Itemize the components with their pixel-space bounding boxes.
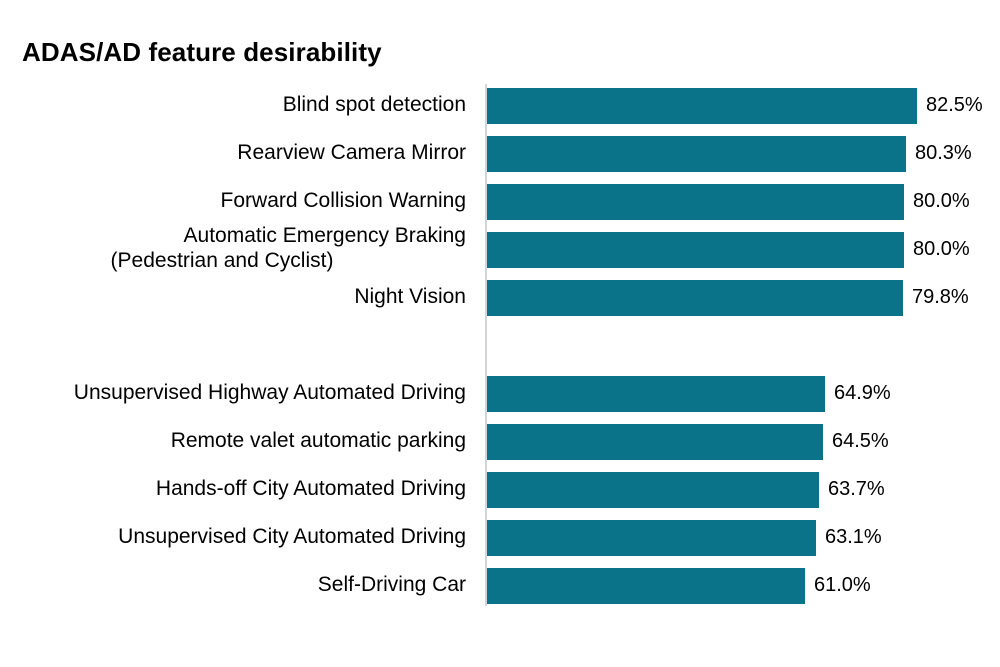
bar-value-label: 80.0% [913, 238, 970, 260]
bar-category-label: Automatic Emergency Braking(Pedestrian a… [0, 223, 466, 273]
bar-category-label-line: Night Vision [354, 285, 466, 308]
bar-category-label: Unsupervised Highway Automated Driving [0, 380, 466, 405]
category-axis-line [485, 84, 487, 606]
bar-category-label-line: Self-Driving Car [317, 573, 466, 596]
bar[interactable] [487, 136, 906, 172]
bar-value-label: 64.9% [834, 382, 891, 404]
bar-category-label-line: Forward Collision Warning [220, 189, 466, 212]
bar-row: Unsupervised Highway Automated Driving 64… [0, 376, 1000, 412]
bar-row: Night Vision 79.8% [0, 280, 1000, 316]
bar-row: Rearview Camera Mirror 80.3% [0, 136, 1000, 172]
bar-value-label: 63.1% [825, 526, 882, 548]
bar-track [487, 280, 903, 316]
bar-category-label-line: Unsupervised City Automated Driving [118, 525, 466, 548]
bar-track [487, 520, 816, 556]
bar[interactable] [487, 472, 819, 508]
bar-category-label: Unsupervised City Automated Driving [0, 524, 466, 549]
bar-value-label: 63.7% [828, 478, 885, 500]
bar-row: Hands-off City Automated Driving 63.7% [0, 472, 1000, 508]
bar-category-label: Hands-off City Automated Driving [0, 476, 466, 501]
bar-category-label-line: Hands-off City Automated Driving [155, 477, 466, 500]
bar-row: Unsupervised City Automated Driving 63.1% [0, 520, 1000, 556]
bar-value-label: 80.0% [913, 190, 970, 212]
bar-category-label: Night Vision [0, 284, 466, 309]
bar-value-label: 80.3% [915, 142, 972, 164]
bar-track [487, 136, 906, 172]
bar[interactable] [487, 88, 917, 124]
chart-title: ADAS/AD feature desirability [22, 37, 382, 67]
bar-value-label: 64.5% [832, 430, 889, 452]
bar-category-label-line: Blind spot detection [282, 93, 466, 116]
bar-track [487, 184, 904, 220]
bar-category-label-line: Automatic Emergency Braking [183, 224, 466, 247]
bar-category-label-line: Rearview Camera Mirror [237, 141, 466, 164]
bar-category-label: Remote valet automatic parking [0, 428, 466, 453]
bar-category-label: Self-Driving Car [0, 572, 466, 597]
bar-row: Blind spot detection 82.5% [0, 88, 1000, 124]
bar[interactable] [487, 568, 805, 604]
bar-category-label: Blind spot detection [0, 92, 466, 117]
bar-value-label: 79.8% [912, 286, 969, 308]
bar-track [487, 376, 825, 412]
bar[interactable] [487, 232, 904, 268]
bar-category-label: Rearview Camera Mirror [0, 140, 466, 165]
bar-value-label: 82.5% [926, 94, 983, 116]
bar-track [487, 472, 819, 508]
bar-category-label: Forward Collision Warning [0, 188, 466, 213]
bar-track [487, 232, 904, 268]
bar[interactable] [487, 280, 903, 316]
bar[interactable] [487, 520, 816, 556]
bar-category-label-line: Remote valet automatic parking [170, 429, 466, 452]
bar-row: Forward Collision Warning 80.0% [0, 184, 1000, 220]
bar-row: Remote valet automatic parking 64.5% [0, 424, 1000, 460]
bar-row: Self-Driving Car 61.0% [0, 568, 1000, 604]
bar-value-label: 61.0% [814, 574, 871, 596]
bar[interactable] [487, 184, 904, 220]
bar-track [487, 568, 805, 604]
bar-track [487, 424, 823, 460]
bar[interactable] [487, 424, 823, 460]
bar[interactable] [487, 376, 825, 412]
bar-category-label-line: (Pedestrian and Cyclist) [110, 249, 334, 272]
bar-row: Automatic Emergency Braking(Pedestrian a… [0, 224, 1000, 272]
bar-category-label-line: Unsupervised Highway Automated Driving [73, 381, 466, 404]
bar-track [487, 88, 917, 124]
